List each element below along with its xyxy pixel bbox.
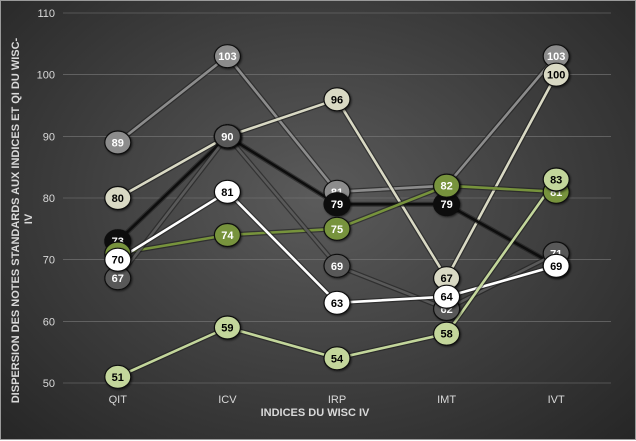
data-point: 96 bbox=[323, 87, 351, 112]
data-point: 82 bbox=[433, 173, 461, 198]
data-point-marker bbox=[213, 44, 241, 69]
data-label: 67 bbox=[440, 273, 452, 285]
data-point: 51 bbox=[104, 364, 132, 389]
x-tick-label: IRP bbox=[328, 394, 346, 406]
data-label: 96 bbox=[331, 94, 343, 106]
y-axis-title-line1: DISPERSION DES NOTES STANDARDS AUX INDIC… bbox=[10, 37, 22, 403]
data-point: 70 bbox=[104, 247, 132, 272]
data-point: 75 bbox=[323, 216, 351, 241]
data-point-marker bbox=[433, 321, 461, 346]
data-label: 75 bbox=[331, 224, 343, 236]
data-label: 103 bbox=[547, 51, 565, 63]
y-tick-label: 70 bbox=[43, 255, 55, 267]
series-line-shadow-1 bbox=[116, 53, 559, 195]
data-point: 67 bbox=[433, 266, 461, 291]
y-tick-label: 90 bbox=[43, 131, 55, 143]
data-point: 83 bbox=[542, 167, 570, 192]
data-point: 100 bbox=[542, 62, 570, 87]
data-point: 79 bbox=[323, 192, 351, 217]
data-point: 69 bbox=[542, 253, 570, 278]
data-label: 80 bbox=[112, 193, 124, 205]
x-tick-label: IVT bbox=[548, 394, 565, 406]
y-tick-label: 110 bbox=[37, 8, 55, 20]
data-point-marker bbox=[213, 179, 241, 204]
data-point: 103 bbox=[213, 44, 241, 69]
data-point: 58 bbox=[433, 321, 461, 346]
data-label: 69 bbox=[550, 261, 562, 273]
data-label: 82 bbox=[440, 181, 452, 193]
data-point-marker bbox=[323, 216, 351, 241]
data-point-marker bbox=[213, 315, 241, 340]
data-point-marker bbox=[323, 253, 351, 278]
data-label: 63 bbox=[331, 298, 343, 310]
data-label: 59 bbox=[221, 323, 233, 335]
data-point: 64 bbox=[433, 284, 461, 309]
x-tick-label: QIT bbox=[109, 394, 128, 406]
data-point-marker bbox=[104, 247, 132, 272]
data-label: 64 bbox=[440, 292, 453, 304]
data-point-marker bbox=[542, 253, 570, 278]
y-tick-label: 100 bbox=[37, 70, 55, 82]
data-label: 100 bbox=[547, 70, 565, 82]
data-point: 103 bbox=[542, 44, 570, 69]
data-point: 90 bbox=[213, 124, 241, 149]
data-point: 59 bbox=[213, 315, 241, 340]
data-point: 74 bbox=[213, 222, 241, 248]
data-point: 81 bbox=[213, 179, 241, 204]
data-point: 80 bbox=[104, 185, 132, 211]
data-point-marker bbox=[104, 185, 132, 211]
data-point-marker bbox=[542, 62, 570, 87]
data-label: 83 bbox=[550, 175, 562, 187]
data-label: 67 bbox=[112, 273, 124, 285]
data-point-marker bbox=[542, 167, 570, 192]
data-point-marker bbox=[323, 346, 351, 371]
y-axis-title: DISPERSION DES NOTES STANDARDS AUX INDIC… bbox=[10, 35, 35, 404]
x-tick-label: ICV bbox=[218, 394, 237, 406]
data-point-marker bbox=[213, 124, 241, 149]
data-point-marker bbox=[433, 284, 461, 309]
data-point-marker bbox=[433, 173, 461, 198]
x-tick-label: IMT bbox=[437, 394, 456, 406]
data-label: 89 bbox=[112, 138, 124, 150]
data-point-marker bbox=[323, 87, 351, 112]
series-line-1 bbox=[116, 54, 558, 194]
data-point: 69 bbox=[323, 253, 351, 278]
data-point-marker bbox=[213, 222, 241, 248]
data-label: 54 bbox=[331, 353, 344, 365]
y-tick-label: 60 bbox=[43, 316, 55, 328]
data-label: 69 bbox=[331, 261, 343, 273]
data-label: 79 bbox=[440, 199, 452, 211]
data-label: 51 bbox=[112, 372, 124, 384]
data-label: 81 bbox=[221, 187, 233, 199]
y-axis-title-line2: IV bbox=[23, 213, 35, 224]
x-axis-title: INDICES DU WISC IV bbox=[261, 407, 370, 419]
data-label: 90 bbox=[221, 131, 233, 143]
data-labels: 8910381821038090966710073907979697174758… bbox=[104, 44, 570, 389]
data-label: 103 bbox=[218, 51, 236, 63]
data-point-marker bbox=[323, 192, 351, 217]
data-point: 67 bbox=[104, 266, 132, 291]
y-tick-label: 50 bbox=[43, 378, 55, 390]
data-point: 54 bbox=[323, 346, 351, 371]
y-tick-label: 80 bbox=[43, 193, 55, 205]
data-label: 58 bbox=[440, 329, 452, 341]
data-point: 63 bbox=[323, 290, 351, 315]
data-label: 70 bbox=[112, 255, 124, 267]
data-point-marker bbox=[104, 130, 132, 155]
data-point: 89 bbox=[104, 130, 132, 155]
data-point-marker bbox=[323, 290, 351, 315]
data-label: 74 bbox=[221, 230, 234, 242]
data-point-marker bbox=[104, 364, 132, 389]
data-label: 79 bbox=[331, 199, 343, 211]
